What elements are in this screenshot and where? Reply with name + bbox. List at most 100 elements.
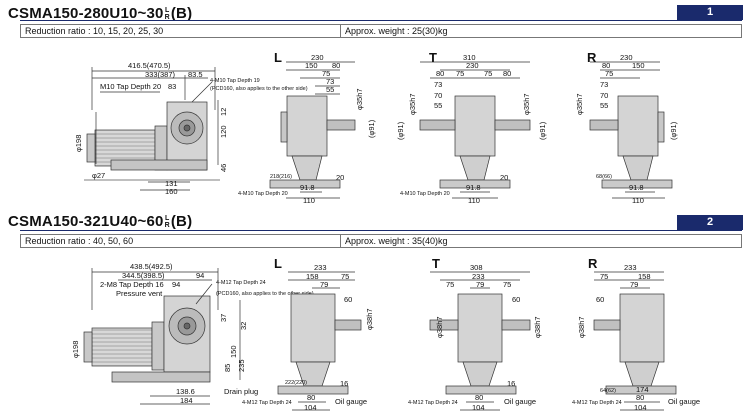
l-bore-1: (φ91) [367, 119, 376, 138]
view-l-2 [277, 271, 362, 411]
l-104-2: 104 [304, 403, 317, 412]
l-110-1: 110 [303, 196, 315, 205]
t-shaft-r-1: φ35h7 [522, 93, 531, 115]
dim-tap-1: M10 Tap Depth 20 [100, 82, 161, 91]
r-79-2: 79 [630, 280, 638, 289]
r-80-2: 80 [636, 393, 644, 402]
dim-overall-1: 416.5(470.5) [128, 61, 171, 70]
l-shaft-1: φ35h7 [355, 88, 364, 110]
dim-46-1: 46 [219, 164, 228, 172]
t-310-1: 310 [463, 53, 476, 62]
dim-bolt-1: 4-M10 Tap Depth 19 [210, 78, 260, 84]
l-75-1: 75 [322, 69, 330, 78]
r-233-2: 233 [624, 263, 637, 272]
spec-row-1: Reduction ratio : 10, 15, 20, 25, 30 App… [20, 24, 742, 38]
r-158-2: 158 [638, 272, 651, 281]
t-80b-1: 80 [503, 69, 511, 78]
dim-32-2: 32 [239, 322, 248, 330]
l-150-1: 150 [305, 61, 318, 70]
dim-tapnum-2: 94 [172, 280, 180, 289]
r-oil-2: Oil gauge [668, 397, 700, 406]
dim-offset-1: 83.5 [188, 70, 203, 79]
t-80-2: 80 [475, 393, 483, 402]
view-r-1 [589, 61, 673, 199]
dim-160-1: 160 [165, 187, 178, 196]
section-number-2: 2 [677, 215, 743, 230]
drawing-1: 416.5(470.5) 333(387) 83.5 M10 Tap Depth… [74, 50, 678, 205]
l-80-1: 80 [332, 61, 340, 70]
t-79-2: 79 [476, 280, 484, 289]
r-75-2: 75 [600, 272, 608, 281]
l-233-2: 233 [314, 263, 327, 272]
view-l-1 [269, 61, 356, 199]
approx-weight-2: Approx. weight : 35(40)kg [345, 236, 448, 246]
l-230-1: 230 [311, 53, 324, 62]
l-79-2: 79 [320, 280, 328, 289]
section-rule-1 [20, 20, 742, 21]
view-label-t-1: T [429, 50, 437, 65]
r-shaft-2: φ38h7 [577, 316, 586, 338]
r-6868-1: 68(66) [596, 174, 612, 180]
r-110-1: 110 [632, 196, 644, 205]
t-73-1: 73 [434, 80, 442, 89]
t-55-1: 55 [434, 101, 442, 110]
dim-120-1: 120 [219, 125, 228, 138]
dim-dia-1: φ198 [74, 135, 83, 152]
approx-weight-1: Approx. weight : 25(30)kg [345, 26, 448, 36]
t-75a-1: 75 [456, 69, 464, 78]
l-shaft-2: φ38h7 [365, 308, 374, 330]
t-75a-2: 75 [446, 280, 454, 289]
dim-boltnote-1: (PCD160, also applies to the other side) [210, 86, 308, 92]
t-110-1: 110 [468, 196, 480, 205]
r-tap-2: 4-M12 Tap Depth 24 [572, 400, 622, 406]
drain-plug-2: Drain plug [224, 387, 258, 396]
dim-12-1: 12 [219, 108, 228, 116]
dim-motor-1: 333(387) [145, 70, 176, 79]
dim-1386-2: 138.6 [176, 387, 195, 396]
l-oil-2: Oil gauge [335, 397, 367, 406]
side-view-1 [84, 67, 220, 191]
dim-motor-2: 344.5(398.5) [122, 271, 165, 280]
spec-row-2: Reduction ratio : 40, 50, 60 Approx. wei… [20, 234, 742, 248]
view-label-l-1: L [274, 50, 282, 65]
t-20-1: 20 [500, 173, 508, 182]
l-918-1: 91.8 [300, 183, 315, 192]
r-73-1: 73 [600, 80, 608, 89]
dim-offset-2: 94 [196, 271, 204, 280]
t-75b-1: 75 [484, 69, 492, 78]
t-104-2: 104 [472, 403, 485, 412]
l-20-1: 20 [336, 173, 344, 182]
t-shaft-r-2: φ38h7 [533, 316, 542, 338]
r-60-2: 60 [596, 295, 604, 304]
section-number-1: 1 [677, 5, 743, 20]
dim-85-2: 85 [223, 364, 232, 372]
t-tap-2: 4-M12 Tap Depth 24 [408, 400, 458, 406]
r-bore-1: (φ91) [669, 121, 678, 140]
drawing-2: 438.5(492.5) 344.5(398.5) 94 2-M8 Tap De… [71, 256, 700, 412]
t-60-2: 60 [512, 295, 520, 304]
l-222-2: 222(220) [285, 380, 307, 386]
dim-184-2: 184 [180, 396, 193, 405]
dim-boltnote-2: (PCD160, also applies to the other side) [216, 291, 314, 297]
l-75-2: 75 [341, 272, 349, 281]
t-16-2: 16 [507, 379, 515, 388]
l-80-2: 80 [307, 393, 315, 402]
view-label-r-1: R [587, 50, 597, 65]
l-tap-1: 4-M10 Tap Depth 20 [238, 191, 288, 197]
t-bore-l-1: (φ91) [396, 121, 405, 140]
dim-bolt-2: 4-M12 Tap Depth 24 [216, 280, 266, 286]
r-75-1: 75 [605, 69, 613, 78]
l-60-2: 60 [344, 295, 352, 304]
l-218-1: 218(216) [270, 174, 292, 180]
t-70-1: 70 [434, 91, 442, 100]
l-tap-2: 4-M12 Tap Depth 24 [242, 400, 292, 406]
t-bore-r-1: (φ91) [538, 121, 547, 140]
l-73-1: 73 [326, 77, 334, 86]
dim-235-2: 235 [237, 359, 246, 372]
l-158-2: 158 [306, 272, 319, 281]
reduction-ratio-2: Reduction ratio : 40, 50, 60 [21, 235, 341, 247]
t-shaft-l-2: φ38h7 [435, 316, 444, 338]
